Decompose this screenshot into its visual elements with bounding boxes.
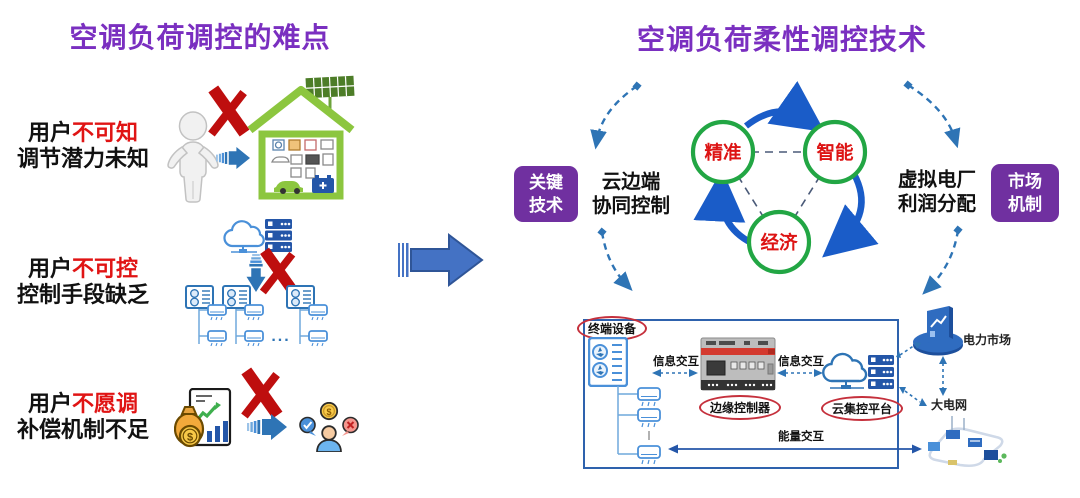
info-exchange-label-1: 信息交互 — [653, 356, 699, 368]
key-tech-badge: 关键 技术 — [514, 166, 578, 222]
dashed-arc-icon — [590, 83, 961, 295]
indoor-ac-tree — [617, 386, 661, 465]
left-title: 空调负荷调控的难点 — [69, 22, 331, 53]
ellipsis-text: ... — [271, 328, 290, 345]
outdoor-ac-icon — [588, 337, 628, 387]
compensated-user-icon: $ — [299, 402, 359, 452]
difficulty-2-line2: 控制手段缺乏 — [16, 282, 149, 307]
chevron-arrow-icon — [216, 146, 250, 170]
cloud-platform-label: 云集控平台 — [821, 396, 904, 421]
ac-network-icon: ... — [185, 285, 328, 347]
power-market-icon — [913, 306, 963, 356]
cycle-diagram: 精准 智能 经济 — [590, 80, 963, 295]
vpp-profit-label: 虚拟电厂 利润分配 — [897, 169, 976, 215]
svg-text:$: $ — [187, 432, 193, 444]
market-mechanism-badge: 市场 机制 — [991, 164, 1059, 222]
down-arrow-icon — [246, 254, 266, 292]
dashed-double-arrow-icon — [652, 369, 698, 377]
cross-mark-icon — [259, 247, 298, 295]
difficulty-1-line2: 调节潜力未知 — [16, 146, 149, 171]
cross-mark-icon — [241, 367, 283, 419]
dashed-link-arrow-icon — [899, 387, 927, 406]
smart-home-icon — [247, 75, 355, 200]
edge-controller-label: 边缘控制器 — [699, 395, 782, 420]
difficulty-3-text: 用户不愿调 补偿机制不足 — [2, 391, 164, 443]
difficulty-1-line1: 用户不可知 — [27, 120, 139, 145]
cloud-edge-label: 云边端 协同控制 — [591, 171, 670, 217]
right-title: 空调负荷柔性调控技术 — [636, 24, 927, 55]
svg-text:$: $ — [326, 407, 331, 417]
edge-controller-icon — [700, 337, 776, 391]
power-market-label: 电力市场 — [963, 333, 1012, 347]
difficulty-3-line1: 用户不愿调 — [27, 391, 139, 416]
info-exchange-label-2: 信息交互 — [778, 356, 824, 368]
energy-double-arrow-icon — [668, 444, 922, 454]
person-icon — [167, 111, 219, 203]
cross-mark-icon — [208, 85, 250, 137]
cloud-platform-icon — [822, 352, 894, 389]
arc-diamond-icon — [597, 80, 963, 237]
big-right-arrow-icon — [398, 232, 484, 288]
difficulty-1-text: 用户不可知 调节潜力未知 — [2, 120, 164, 172]
cycle-node-precise: 精准 — [704, 142, 741, 163]
dashed-double-arrow-icon — [777, 369, 823, 377]
cycle-node-economic: 经济 — [760, 232, 798, 253]
dashed-link-arrow-icon — [896, 342, 921, 358]
cycle-node-smart: 智能 — [816, 142, 854, 163]
difficulty-3-line2: 补偿机制不足 — [16, 417, 149, 442]
chevron-arrow-icon — [247, 414, 287, 440]
difficulty-2-line1: 用户不可控 — [27, 256, 139, 281]
power-grid-label: 大电网 — [931, 398, 968, 412]
cloud-server-icon — [223, 219, 292, 253]
energy-exchange-label: 能量交互 — [778, 431, 824, 443]
difficulty-2-text: 用户不可控 控制手段缺乏 — [2, 256, 164, 308]
dashed-vertical-arrow-icon — [939, 356, 947, 396]
cycle-nodes: 精准 智能 经济 — [690, 119, 868, 275]
power-grid-illustration — [928, 416, 1007, 467]
money-chart-icon: $ — [174, 388, 232, 448]
